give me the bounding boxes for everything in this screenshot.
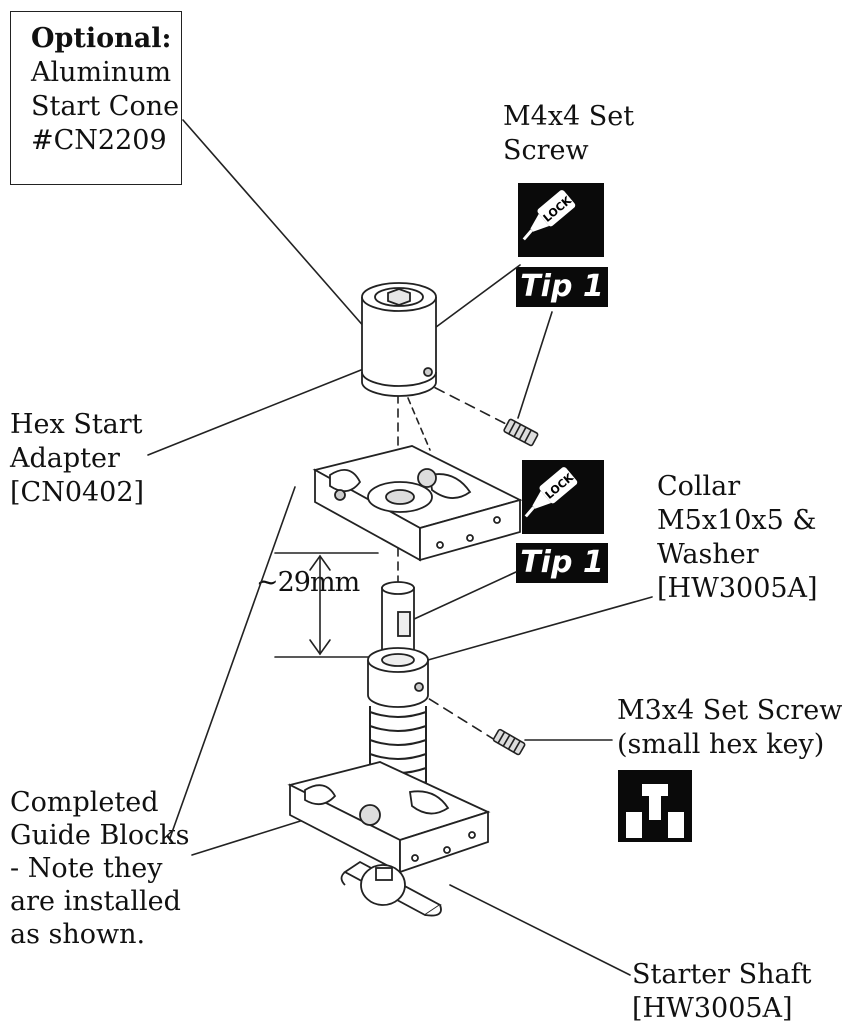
label-dimension: ~29mm — [256, 567, 360, 598]
leader-m4-screw — [517, 311, 553, 419]
lock-thread-icon: LOCK — [518, 183, 604, 257]
label-starter-shaft: Starter Shaft [HW3005A] — [632, 958, 812, 1026]
dim-arrow-up — [309, 554, 331, 571]
leader-collar — [427, 596, 653, 661]
label-hex-start-adapter: Hex Start Adapter [CN0402] — [10, 408, 144, 510]
leader-guide-blocks-bottom — [191, 817, 311, 856]
optional-line-3: #CN2209 — [31, 125, 167, 156]
hex-key-icon — [618, 770, 692, 842]
tip-badge-top: Tip 1 — [516, 267, 608, 307]
leader-collar-tip — [411, 571, 517, 621]
label-m4-set-screw: M4x4 Set Screw — [503, 100, 634, 168]
optional-title: Optional: — [31, 23, 172, 54]
label-m4-line-1: M4x4 Set — [503, 101, 635, 132]
starter-shaft-part — [340, 860, 442, 917]
label-guide-line-5: as shown. — [10, 919, 146, 950]
label-collar-line-1: Collar — [657, 471, 741, 502]
leader-guide-blocks-top — [169, 486, 296, 839]
label-collar: Collar M5x10x5 & Washer [HW3005A] — [657, 470, 818, 606]
label-guide-line-3: - Note they — [10, 853, 163, 884]
leader-starter-shaft — [449, 884, 631, 976]
lower-guide-block-part — [287, 761, 491, 874]
label-hex-line-1: Hex Start — [10, 409, 143, 440]
label-collar-line-2: M5x10x5 & — [657, 505, 817, 536]
label-shaft-line-2: [HW3005A] — [632, 993, 793, 1024]
m3-screw-dash — [414, 689, 496, 741]
label-shaft-line-1: Starter Shaft — [632, 959, 812, 990]
upper-guide-block-part — [312, 445, 523, 562]
optional-line-1: Aluminum — [31, 57, 172, 88]
adapter-dash — [407, 397, 431, 451]
collar-part — [367, 647, 429, 708]
m3-set-screw-part — [492, 728, 526, 756]
label-m3-line-2: (small hex key) — [617, 729, 825, 760]
optional-line-2: Start Cone — [31, 91, 180, 122]
hex-start-adapter-part — [361, 282, 437, 397]
lock-thread-icon: LOCK — [522, 460, 604, 534]
dim-arrow-down — [309, 639, 331, 656]
label-collar-line-4: [HW3005A] — [657, 573, 818, 604]
m4-set-screw-part — [503, 418, 539, 447]
label-guide-blocks: Completed Guide Blocks - Note they are i… — [10, 786, 190, 951]
optional-start-cone-box: Optional: Aluminum Start Cone #CN2209 — [10, 11, 182, 185]
label-m4-line-2: Screw — [503, 135, 589, 166]
leader-optional-cone — [182, 119, 381, 346]
tip-badge-mid: Tip 1 — [516, 543, 608, 583]
label-guide-line-1: Completed — [10, 787, 159, 818]
label-collar-line-3: Washer — [657, 539, 759, 570]
label-m3-line-1: M3x4 Set Screw — [617, 695, 842, 726]
label-hex-line-3: [CN0402] — [10, 477, 145, 508]
label-hex-line-2: Adapter — [10, 443, 120, 474]
label-guide-line-2: Guide Blocks — [10, 820, 190, 851]
label-guide-line-4: are installed — [10, 886, 181, 917]
leader-hex-adapter — [147, 367, 367, 456]
m4-screw-dash — [419, 379, 509, 426]
optional-box-text: Optional: Aluminum Start Cone #CN2209 — [31, 22, 181, 158]
label-m3-set-screw: M3x4 Set Screw (small hex key) — [617, 694, 842, 762]
